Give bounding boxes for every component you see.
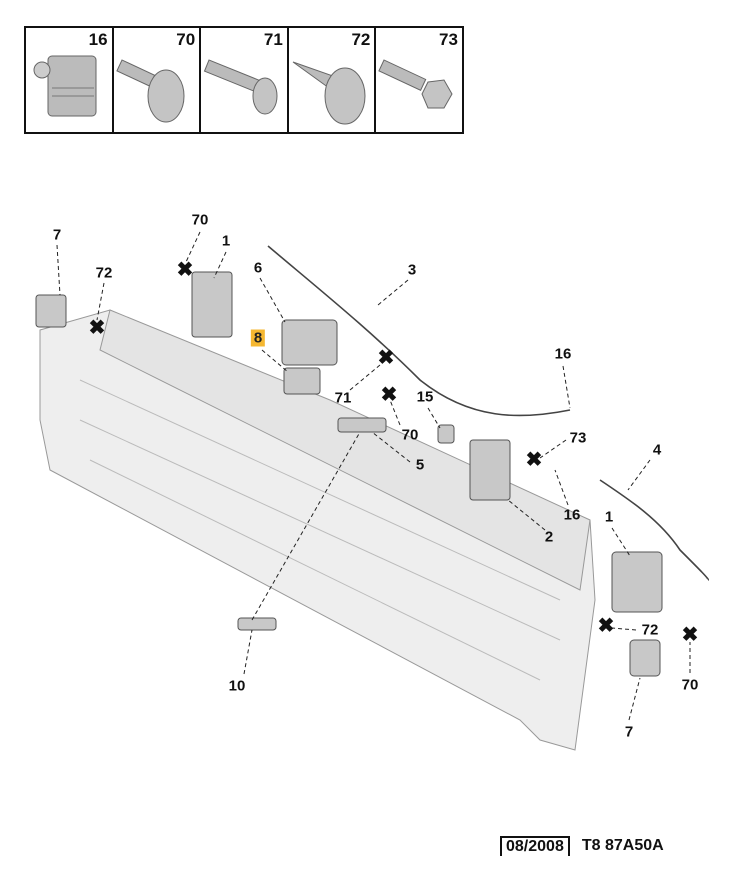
flat-head-screw-icon (115, 59, 185, 123)
legend-cell-72: 72 (289, 28, 377, 132)
callout-16: 16 (563, 506, 581, 524)
callout-72: 72 (95, 264, 113, 282)
screw-positions: ✖ ✖ ✖ ✖ ✖ ✖ ✖ (89, 259, 699, 646)
callout-7: 7 (52, 226, 62, 244)
cable-4 (599, 479, 709, 581)
callout-71: 71 (334, 389, 352, 407)
screw-position-cross: ✖ (682, 624, 699, 646)
cables (267, 245, 709, 581)
diagram-date: 08/2008 (500, 836, 570, 856)
diagram-footer: 08/2008 T8 87A50A (500, 836, 664, 856)
fastener-legend: 16 70 71 72 73 (24, 26, 464, 134)
screw-position-cross: ✖ (177, 259, 194, 281)
leader-lines (56, 231, 691, 721)
callout-4: 4 (652, 441, 662, 459)
callout-8-highlighted[interactable]: 8 (250, 329, 266, 347)
diagram-reference: T8 87A50A (581, 837, 664, 854)
lock-right (611, 551, 663, 613)
callout-70: 70 (681, 676, 699, 694)
motor-6 (281, 319, 338, 366)
torx-screw-icon (204, 59, 278, 115)
actuator-8 (283, 367, 321, 395)
screw-position-cross: ✖ (378, 347, 395, 369)
callout-1: 1 (221, 232, 231, 250)
striker-right (629, 639, 661, 677)
guide-5 (337, 417, 387, 433)
callout-3: 3 (407, 261, 417, 279)
lock-parts (35, 271, 663, 677)
self-tapping-screw-icon (292, 61, 366, 125)
callout-1: 1 (604, 508, 614, 526)
control-2 (469, 439, 511, 501)
legend-cell-71: 71 (201, 28, 289, 132)
guide-10 (237, 617, 277, 631)
bumper-15 (437, 424, 455, 444)
callout-70: 70 (401, 426, 419, 444)
callout-72: 72 (641, 621, 659, 639)
callout-15: 15 (416, 388, 434, 406)
callout-2: 2 (544, 528, 554, 546)
callout-10: 10 (228, 677, 246, 695)
legend-cell-73: 73 (376, 28, 462, 132)
legend-cell-16: 16 (26, 28, 114, 132)
lock-left (191, 271, 233, 338)
cable-3 (267, 245, 571, 417)
screw-position-cross: ✖ (526, 449, 543, 471)
screw-position-cross: ✖ (381, 384, 398, 406)
callout-16: 16 (554, 345, 572, 363)
clip-nut-icon (33, 55, 97, 117)
legend-cell-70: 70 (114, 28, 202, 132)
screw-position-cross: ✖ (89, 317, 106, 339)
callout-6: 6 (253, 259, 263, 277)
striker-left (35, 294, 67, 328)
callout-5: 5 (415, 456, 425, 474)
callout-70: 70 (191, 211, 209, 229)
callout-7: 7 (624, 723, 634, 741)
callout-73: 73 (569, 429, 587, 447)
panel-ribs (79, 379, 561, 681)
screw-position-cross: ✖ (598, 615, 615, 637)
hex-bolt-icon (378, 59, 453, 109)
